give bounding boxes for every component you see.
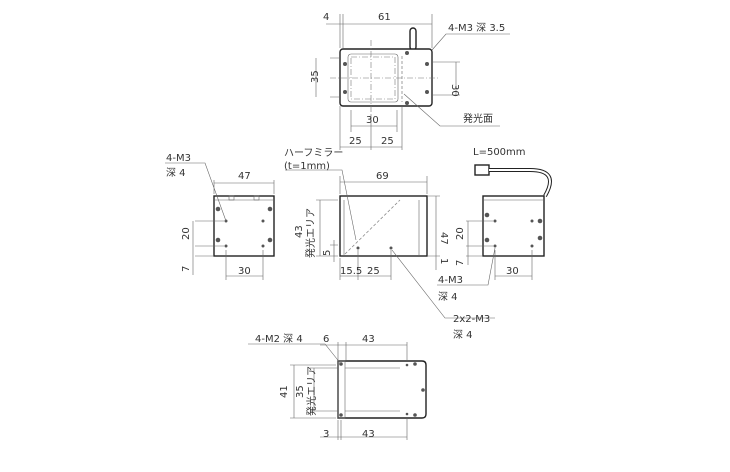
screw-note: 4-M3 — [166, 153, 191, 164]
screw-note: 4-M3 — [438, 275, 463, 286]
dim-label: 25 — [349, 136, 362, 147]
mirror-note: (t=1mm) — [284, 161, 330, 172]
emission-area-label: 発光エリア — [304, 208, 317, 258]
left-view: 47 4-M3 深 4 20 7 30 — [165, 153, 275, 280]
cable-stub — [409, 27, 417, 51]
dim-label: 7 — [181, 266, 192, 272]
right-view: L=500mm 20 7 30 4-M3 深 4 2x2-M3 深 4 — [437, 147, 552, 341]
front-body — [339, 195, 428, 257]
dim-label: 20 — [455, 227, 466, 240]
dim-label: 35 — [310, 70, 321, 83]
right-body — [482, 195, 545, 257]
screw-note: 深 4 — [166, 167, 186, 179]
dim-label: 3 — [323, 429, 329, 440]
dim-label: 43 — [294, 225, 305, 238]
dim-label: 25 — [381, 136, 394, 147]
dim-label: 47 — [438, 232, 449, 245]
front-view: 69 ハーフミラー (t=1mm) 43 発光エリア 5 15.5 25 47 … — [284, 147, 495, 319]
connector — [474, 164, 490, 176]
screw-note: 4-M3 深 3.5 — [448, 22, 505, 34]
left-body — [213, 195, 275, 257]
dim-label: 47 — [238, 171, 251, 182]
dim-label: 41 — [279, 385, 290, 398]
cable-length-label: L=500mm — [473, 147, 526, 158]
top-view: 4 61 4-M3 深 3.5 35 30 30 25 25 発光面 — [310, 12, 510, 150]
screw-note: 深 4 — [453, 329, 473, 341]
dim-label: 30 — [366, 115, 379, 126]
dim-label: 25 — [367, 266, 380, 277]
bottom-view: 4-M2 深 4 6 43 41 35 発光エリア 3 43 — [248, 333, 427, 440]
mirror-note: ハーフミラー — [284, 147, 343, 159]
screw-note: 2x2-M3 — [453, 314, 490, 325]
screw-note: 4-M2 深 4 — [255, 333, 303, 345]
dim-label: 35 — [295, 385, 306, 398]
dim-label: 30 — [449, 84, 460, 97]
bottom-body — [337, 360, 427, 419]
dim-label: 6 — [323, 334, 329, 345]
dim-label: 5 — [322, 250, 333, 256]
dim-label: 7 — [455, 260, 466, 266]
dim-label: 20 — [181, 227, 192, 240]
dim-label: 61 — [378, 12, 391, 23]
screw-note: 深 4 — [438, 291, 458, 303]
dim-label: 43 — [362, 429, 375, 440]
emission-area-label: 発光エリア — [305, 366, 318, 416]
dim-label: 4 — [323, 12, 329, 23]
dim-label: 30 — [238, 266, 251, 277]
half-mirror — [344, 199, 401, 255]
dim-label: 1 — [438, 258, 449, 264]
emission-surface-label: 発光面 — [463, 112, 493, 125]
top-body — [339, 48, 433, 107]
dim-label: 43 — [362, 334, 375, 345]
dim-label: 15.5 — [340, 266, 362, 277]
dim-label: 69 — [376, 171, 389, 182]
dim-label: 30 — [506, 266, 519, 277]
